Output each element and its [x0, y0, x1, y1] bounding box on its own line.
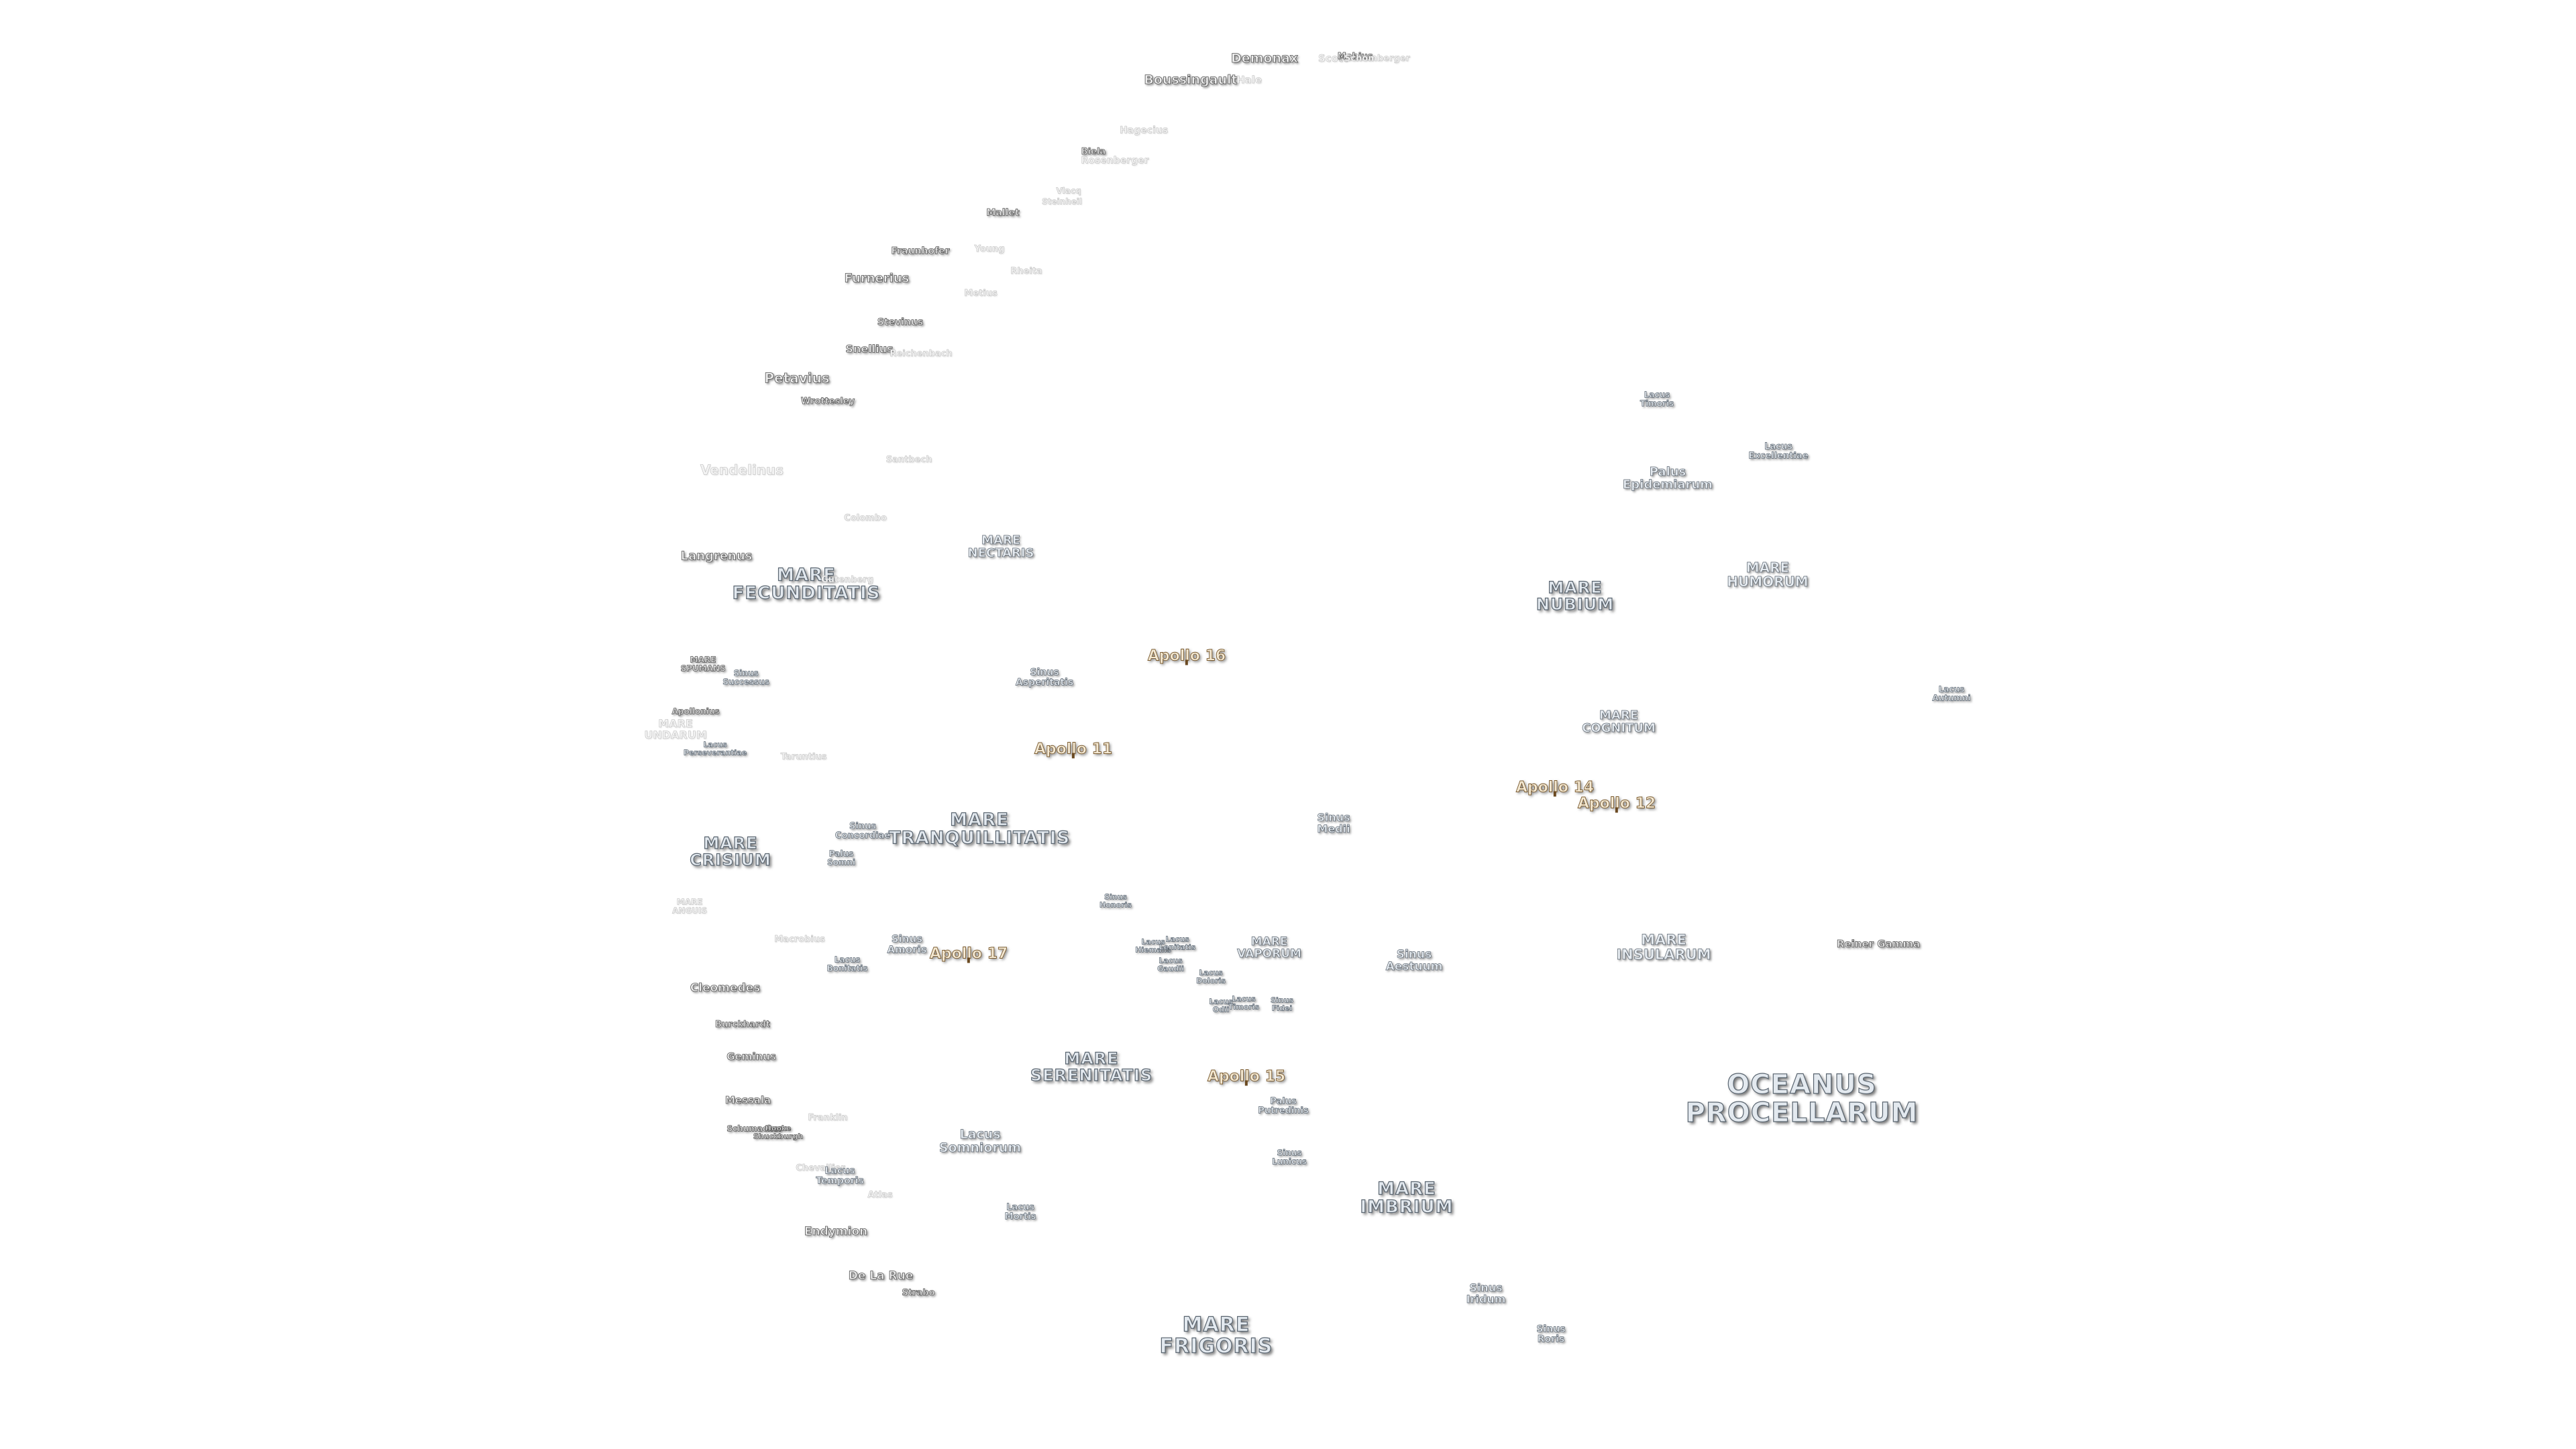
- landing-site-apollo-15: Apollo 15: [1207, 1068, 1286, 1086]
- map-label-vlacq: Vlacq: [1056, 186, 1081, 196]
- map-label-snellius: Snellius: [845, 342, 894, 356]
- landing-site-apollo-17: Apollo 17: [929, 945, 1008, 963]
- map-label-mare-spumans: MARE SPUMANS: [680, 655, 726, 673]
- map-label-lacus-gaudii: Lacus Gaudii: [1157, 956, 1184, 973]
- map-label-reichenbach: Reichenbach: [890, 349, 953, 360]
- map-label-mare-insularum: MARE INSULARUM: [1616, 931, 1711, 963]
- map-label-furnerius: Furnerius: [844, 271, 910, 286]
- map-label-lacus-mortis: Lacus Mortis: [1004, 1202, 1036, 1222]
- map-label-sinus-concordiae: Sinus Concordiae: [835, 821, 891, 841]
- map-label-stevinus: Stevinus: [877, 317, 924, 328]
- map-label-lacus-excellentiae: Lacus Excellentiae: [1748, 441, 1809, 461]
- landing-site-apollo-11: Apollo 11: [1034, 741, 1113, 759]
- map-label-lacus-doloris: Lacus Doloris: [1196, 968, 1226, 985]
- map-label-sinus-aestuum: Sinus Aestuum: [1385, 948, 1443, 973]
- map-label-lacus-lenitatis: Lacus Lenitatis: [1159, 934, 1196, 951]
- map-label-lacus-timoris: Lacus Timoris: [1640, 390, 1674, 408]
- map-label-vendelinus: Vendelinus: [700, 462, 784, 478]
- map-label-sinus-honoris: Sinus Honoris: [1099, 892, 1132, 909]
- map-label-strabo: Strabo: [902, 1288, 935, 1299]
- map-label-mare-undarum: MARE UNDARUM: [644, 717, 707, 741]
- map-label-lacus-timoris: Lacus Timoris: [1228, 994, 1260, 1011]
- map-label-sinus-fidei: Sinus Fidei: [1271, 996, 1294, 1012]
- map-label-mare-crisium: MARE CRISIUM: [690, 833, 771, 869]
- map-label-metius: Metius: [964, 288, 998, 299]
- map-label-wrottesley: Wrottesley: [800, 396, 855, 407]
- map-label-hooke-shuckburgh: Hooke Shuckburgh: [753, 1124, 804, 1140]
- map-label-rheita: Rheita: [1010, 266, 1042, 277]
- map-label-endymion: Endymion: [804, 1225, 868, 1239]
- map-label-schomberger: Schomberger: [1344, 54, 1410, 64]
- map-label-mare-anguis: MARE ANGUIS: [672, 897, 708, 915]
- map-label-mare-frigoris: MARE FRIGORIS: [1159, 1313, 1273, 1358]
- map-label-sinus-lunicus: Sinus Lunicus: [1272, 1148, 1307, 1166]
- map-label-hale: Hale: [1236, 74, 1263, 87]
- map-label-mare-tranquillitatis: MARE TRANQUILLITATIS: [888, 810, 1071, 849]
- map-label-santbech: Santbech: [885, 455, 932, 466]
- map-label-mare-serenitatis: MARE SERENITATIS: [1030, 1049, 1153, 1085]
- map-label-reiner-gamma: Reiner Gamma: [1836, 938, 1921, 951]
- map-label-sinus-roris: Sinus Roris: [1536, 1324, 1566, 1344]
- map-label-sinus-successus: Sinus Successus: [722, 668, 769, 686]
- map-label-boussingault: Boussingault: [1144, 72, 1238, 88]
- map-label-mare-imbrium: MARE IMBRIUM: [1360, 1179, 1454, 1218]
- map-label-scott: Scott: [1318, 52, 1348, 65]
- map-label-lacus-hiemalis: Lacus Hiemalis: [1135, 937, 1171, 954]
- map-label-gutenberg: Gutenberg: [820, 575, 874, 586]
- map-label-young: Young: [974, 244, 1005, 255]
- map-label-lacus-autumni: Lacus Autumni: [1932, 684, 1971, 702]
- map-label-cleomedes: Cleomedes: [690, 981, 761, 996]
- map-label-palus-somni: Palus Somni: [826, 849, 856, 867]
- map-label-atlas: Atlas: [867, 1190, 893, 1201]
- map-label-de-la-rue: De La Rue: [848, 1269, 914, 1283]
- map-label-lacus-odii: Lacus Odii: [1209, 997, 1233, 1014]
- map-label-macrobius: Macrobius: [774, 934, 825, 945]
- map-label-schumacher: Schumacher: [727, 1124, 783, 1134]
- map-label-sinus-asperitatis: Sinus Asperitatis: [1015, 667, 1074, 688]
- map-label-lacus-temporis: Lacus Temporis: [816, 1165, 864, 1186]
- map-label-oceanus-procellarum: OCEANUS PROCELLARUM: [1685, 1069, 1919, 1128]
- map-label-langrenus: Langrenus: [680, 549, 753, 564]
- map-label-mobius: Mobius: [1337, 52, 1373, 62]
- map-label-petavius: Petavius: [764, 370, 830, 386]
- map-label-geminus: Geminus: [727, 1051, 776, 1063]
- map-label-hagecius: Hagecius: [1119, 125, 1169, 136]
- map-label-sinus-amoris: Sinus Amoris: [887, 932, 927, 955]
- map-label-sinus-iridum: Sinus Iridum: [1466, 1281, 1506, 1305]
- map-label-palus-epidemiarum: Palus Epidemiarum: [1623, 465, 1713, 492]
- map-label-burckhardt: Burckhardt: [715, 1020, 771, 1030]
- map-label-lacus-perseverantiae: Lacus Perseverantiae: [683, 740, 747, 757]
- map-label-mallet: Mallet: [986, 207, 1020, 219]
- map-label-franklin: Franklin: [808, 1113, 848, 1124]
- map-label-mare-nectaris: MARE NECTARIS: [967, 533, 1034, 560]
- map-label-mare-vaporum: MARE VAPORUM: [1237, 935, 1302, 961]
- landing-site-apollo-16: Apollo 16: [1147, 647, 1226, 665]
- map-label-palus-putredinis: Palus Putredinis: [1258, 1096, 1309, 1116]
- map-label-colombo: Colombo: [844, 513, 887, 524]
- map-label-lacus-bonitatis: Lacus Bonitatis: [826, 955, 868, 973]
- map-label-biela: Biela: [1081, 147, 1106, 158]
- map-label-rosenberger: Rosenberger: [1081, 155, 1149, 166]
- map-label-messala: Messala: [724, 1094, 771, 1107]
- map-label-fraunhofer: Fraunhofer: [891, 246, 950, 257]
- map-label-mare-cognitum: MARE COGNITUM: [1582, 708, 1656, 735]
- map-label-mare-fecunditatis: MARE FECUNDITATIS: [732, 565, 881, 604]
- map-label-sinus-medii: Sinus Medii: [1317, 811, 1350, 835]
- map-label-chevallier: Chevallier: [796, 1163, 845, 1174]
- map-label-lacus-somniorum: Lacus Somniorum: [938, 1127, 1022, 1155]
- map-label-steinheil: Steinheil: [1041, 197, 1083, 207]
- landing-site-apollo-12: Apollo 12: [1577, 795, 1656, 813]
- map-label-mare-humorum: MARE HUMORUM: [1727, 559, 1809, 590]
- map-label-taruntius: Taruntius: [780, 752, 827, 763]
- landing-site-apollo-14: Apollo 14: [1515, 779, 1595, 797]
- map-label-apollonius: Apollonius: [672, 706, 720, 716]
- map-label-demonax: Demonax: [1230, 51, 1299, 66]
- map-label-mare-nubium: MARE NUBIUM: [1536, 578, 1615, 614]
